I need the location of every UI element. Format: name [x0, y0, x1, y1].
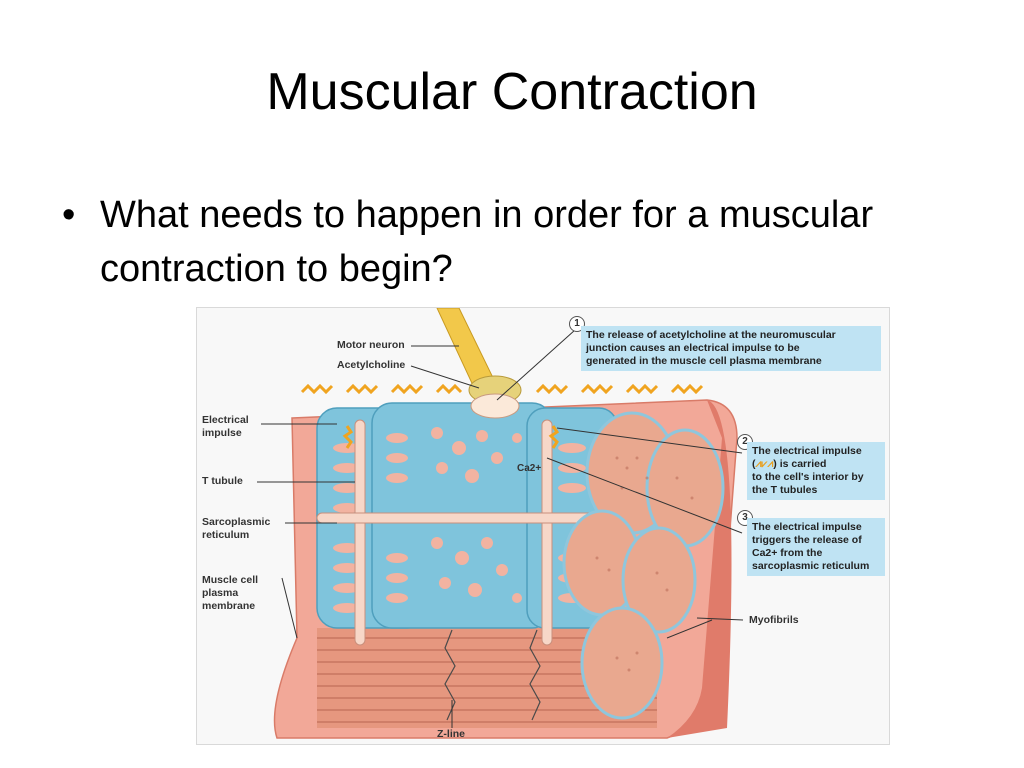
bullet-item: • What needs to happen in order for a mu…: [62, 188, 982, 296]
label-muscle-cell-plasma-membrane: Muscle cell plasma membrane: [202, 574, 259, 612]
impulse-zigzag-icon: ⩘⩗⩘: [755, 458, 774, 470]
label-t-tubule: T tubule: [202, 475, 243, 487]
callout-step-2-text-before: The electrical impulse (: [752, 445, 862, 470]
label-motor-neuron: Motor neuron: [337, 339, 405, 351]
label-ca: Ca2+: [517, 463, 542, 474]
label-electrical-impulse: Electrical impulse: [202, 414, 249, 439]
callout-step-1: The release of acetylcholine at the neur…: [581, 326, 881, 371]
callout-step-2: The electrical impulse (⩘⩗⩘) is carried …: [747, 442, 885, 500]
myofibril-cross-sections: [562, 411, 725, 720]
t-tubules: [316, 419, 618, 646]
label-z-line: Z-line: [437, 728, 465, 740]
bullet-dot: •: [62, 194, 76, 236]
motor-neuron: [436, 308, 522, 419]
slide-title: Muscular Contraction: [266, 63, 758, 121]
bullet-text: What needs to happen in order for a musc…: [100, 194, 874, 290]
callout-step-2-text-after: ) is carried to the cell's interior by t…: [752, 458, 864, 496]
muscle-contraction-diagram: Motor neuron Acetylcholine Electrical im…: [196, 307, 890, 745]
callout-step-3: The electrical impulse triggers the rele…: [747, 518, 885, 576]
plasma-membrane-edge: [667, 400, 732, 738]
diagram-illustration: [257, 308, 744, 739]
impulse-zigzags: [300, 383, 704, 449]
label-acetylcholine: Acetylcholine: [337, 359, 406, 371]
label-sarcoplasmic-reticulum: Sarcoplasmic reticulum: [202, 516, 271, 541]
label-myofibrils: Myofibrils: [749, 614, 799, 626]
